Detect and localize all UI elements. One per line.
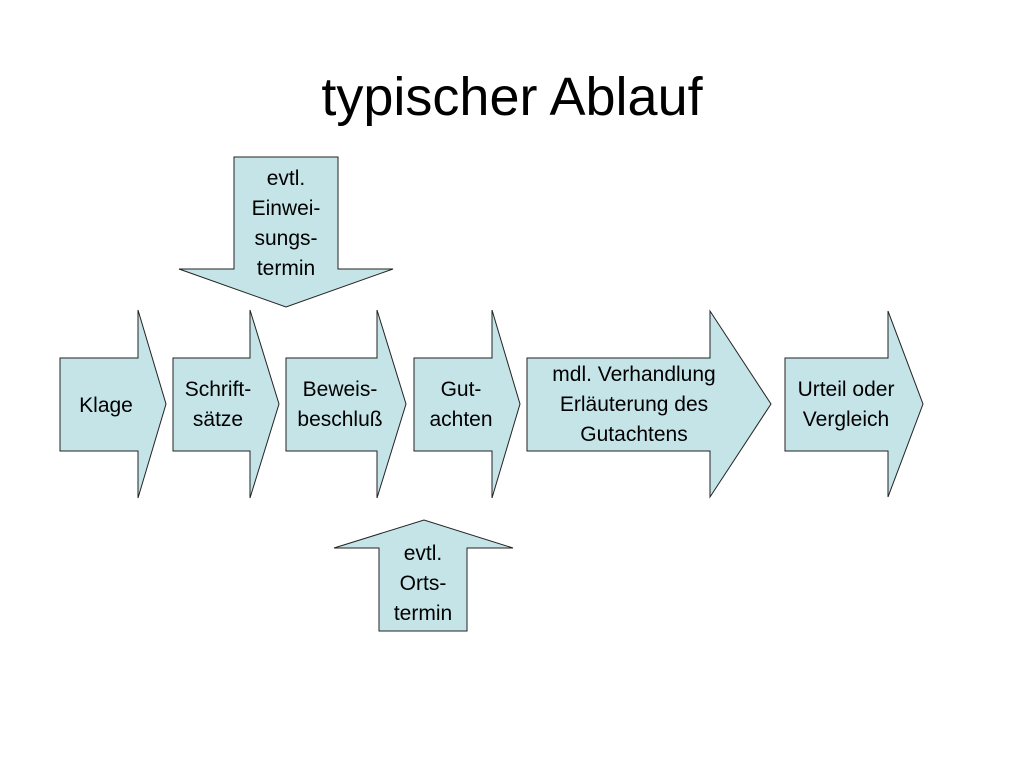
callout-label-ortstermin: evtl. Orts- termin xyxy=(379,538,467,630)
step-label-schriftsaetze: Schrift- sätze xyxy=(170,374,266,436)
step-label-line: Klage xyxy=(79,394,133,417)
step-label-line: Gutachtens xyxy=(580,423,688,446)
step-label-line: Schrift- xyxy=(184,378,252,401)
step-label-klage: Klage xyxy=(62,376,150,436)
callout-label-einweisung: evtl. Einwei- sungs- termin xyxy=(234,164,338,284)
step-arrow-verhandlung xyxy=(526,309,772,499)
step-label-line: Erläuterung des xyxy=(559,393,709,416)
callout-arrow-ortstermin xyxy=(333,519,514,632)
step-label-line: Gut- xyxy=(440,378,482,401)
step-label-line: mdl. Verhandlung xyxy=(552,363,716,386)
callout-label-line: termin xyxy=(256,257,316,280)
page-title: typischer Ablauf xyxy=(321,67,703,127)
step-arrow-urteil xyxy=(784,310,924,498)
step-label-line: Urteil oder xyxy=(797,378,895,401)
step-label-line: Beweis- xyxy=(302,378,378,401)
step-label-urteil: Urteil oder Vergleich xyxy=(782,374,910,436)
callout-label-line: sungs- xyxy=(254,227,318,250)
step-arrow-schriftsaetze xyxy=(172,309,280,499)
step-label-line: sätze xyxy=(192,408,244,431)
step-arrow-klage xyxy=(59,309,167,499)
step-label-beweisbeschluss: Beweis- beschluß xyxy=(284,374,396,436)
step-arrow-beweisbeschluss xyxy=(285,309,407,499)
callout-label-line: Orts- xyxy=(399,572,447,595)
callout-label-line: termin xyxy=(393,602,453,625)
step-label-verhandlung: mdl. Verhandlung Erläuterung des Gutacht… xyxy=(528,359,740,451)
step-label-line: Vergleich xyxy=(802,408,890,431)
step-label-line: beschluß xyxy=(297,408,383,431)
callout-arrow-einweisung xyxy=(178,156,394,308)
step-arrow-gutachten xyxy=(413,309,521,499)
callout-label-line: evtl. xyxy=(403,542,443,565)
callout-label-line: evtl. xyxy=(266,167,306,190)
step-label-line: achten xyxy=(429,408,493,431)
callout-label-line: Einwei- xyxy=(251,197,321,220)
step-label-gutachten: Gut- achten xyxy=(414,374,508,436)
